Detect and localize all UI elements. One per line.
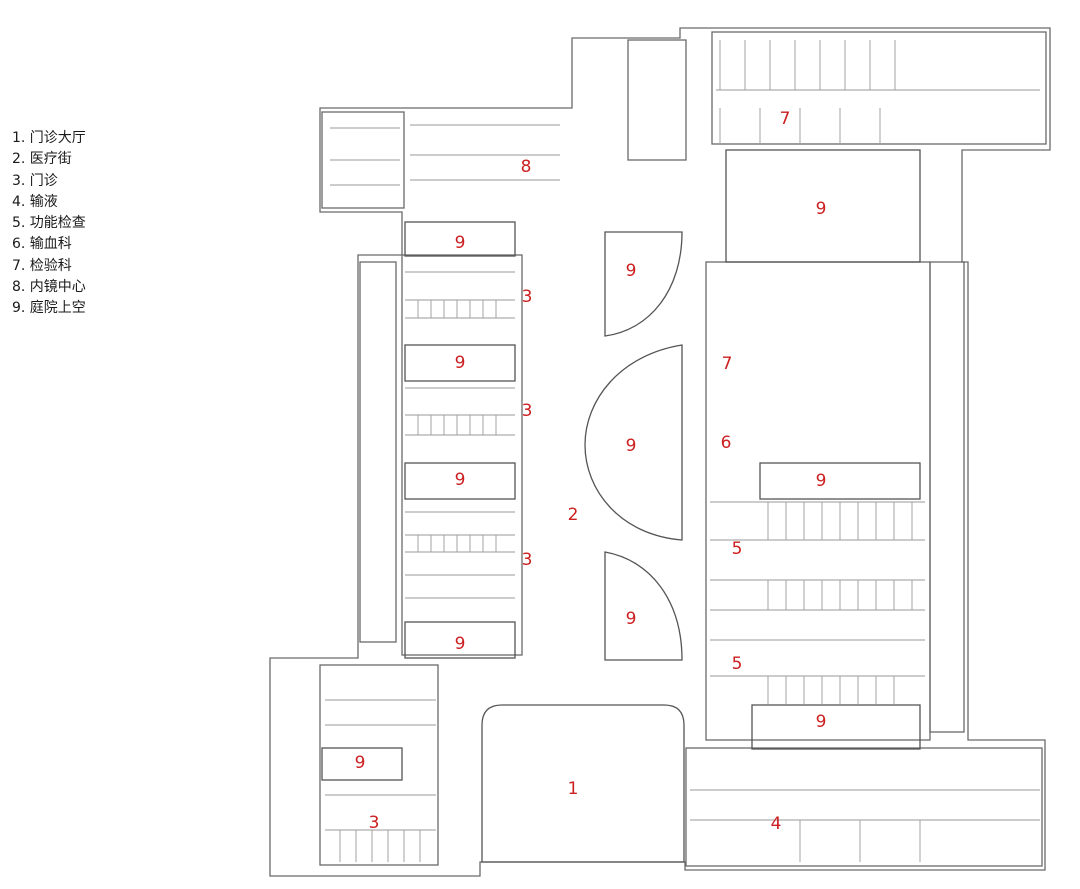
block-left-clinic bbox=[401, 254, 523, 656]
courtyard-left-1 bbox=[404, 221, 516, 257]
courtyard-top-right bbox=[725, 149, 921, 263]
zone-label-4: 4 bbox=[771, 814, 782, 834]
zone-label-8: 8 bbox=[521, 157, 532, 177]
zone-label-9i: 9 bbox=[455, 634, 466, 654]
block-bottom-right bbox=[685, 747, 1043, 867]
zone-label-3c: 3 bbox=[522, 550, 533, 570]
zone-label-9b: 9 bbox=[455, 233, 466, 253]
courtyard-bottom-left bbox=[321, 747, 403, 781]
courtyard-lens-middle bbox=[584, 344, 683, 541]
courtyard-right-2 bbox=[751, 704, 921, 750]
legend-item-8: 8. 内镜中心 bbox=[12, 279, 86, 296]
stair-core-top bbox=[627, 39, 687, 161]
legend-item-2: 2. 医疗街 bbox=[12, 151, 72, 168]
courtyard-right-1 bbox=[759, 462, 921, 500]
courtyard-left-2 bbox=[404, 344, 516, 382]
stair-core-left bbox=[359, 261, 397, 643]
room-partitions bbox=[325, 40, 1040, 862]
zone-label-9d: 9 bbox=[455, 353, 466, 373]
main-hall bbox=[481, 704, 685, 863]
wing-top-right bbox=[711, 31, 1047, 145]
zone-label-3b: 3 bbox=[522, 401, 533, 421]
zone-label-9g: 9 bbox=[816, 471, 827, 491]
zone-label-5a: 5 bbox=[732, 539, 743, 559]
courtyard-left-3 bbox=[404, 462, 516, 500]
zone-label-9a: 9 bbox=[816, 199, 827, 219]
building-outline bbox=[269, 27, 1051, 877]
zone-label-9j: 9 bbox=[816, 712, 827, 732]
legend-item-5: 5. 功能检查 bbox=[12, 215, 86, 232]
stair-core-right bbox=[929, 261, 965, 733]
block-bottom-left bbox=[319, 664, 439, 866]
legend-item-3: 3. 门诊 bbox=[12, 172, 58, 189]
wing-top-left bbox=[321, 111, 405, 209]
legend-item-4: 4. 输液 bbox=[12, 193, 58, 210]
zone-label-6: 6 bbox=[721, 433, 732, 453]
zone-label-1: 1 bbox=[568, 779, 579, 799]
zone-label-7a: 7 bbox=[780, 109, 791, 129]
courtyard-left-4 bbox=[404, 621, 516, 659]
zone-label-9h: 9 bbox=[626, 609, 637, 629]
zone-label-9c: 9 bbox=[626, 261, 637, 281]
legend-item-7: 7. 检验科 bbox=[12, 257, 72, 274]
legend-item-9: 9. 庭院上空 bbox=[12, 300, 86, 317]
zone-label-9e: 9 bbox=[626, 436, 637, 456]
zone-label-2: 2 bbox=[568, 505, 579, 525]
zone-label-7b: 7 bbox=[722, 354, 733, 374]
zone-label-9k: 9 bbox=[355, 753, 366, 773]
courtyard-lens-top bbox=[604, 231, 683, 337]
zone-label-3a: 3 bbox=[522, 287, 533, 307]
zone-label-5b: 5 bbox=[732, 654, 743, 674]
legend-item-1: 1. 门诊大厅 bbox=[12, 130, 86, 146]
zone-label-3d: 3 bbox=[369, 813, 380, 833]
courtyard-lens-bottom bbox=[604, 551, 683, 661]
legend-item-6: 6. 输血科 bbox=[12, 236, 72, 253]
legend: 1. 门诊大厅 2. 医疗街 3. 门诊 4. 输液 5. 功能检查 6. 输血… bbox=[12, 128, 86, 320]
zone-label-9f: 9 bbox=[455, 470, 466, 490]
